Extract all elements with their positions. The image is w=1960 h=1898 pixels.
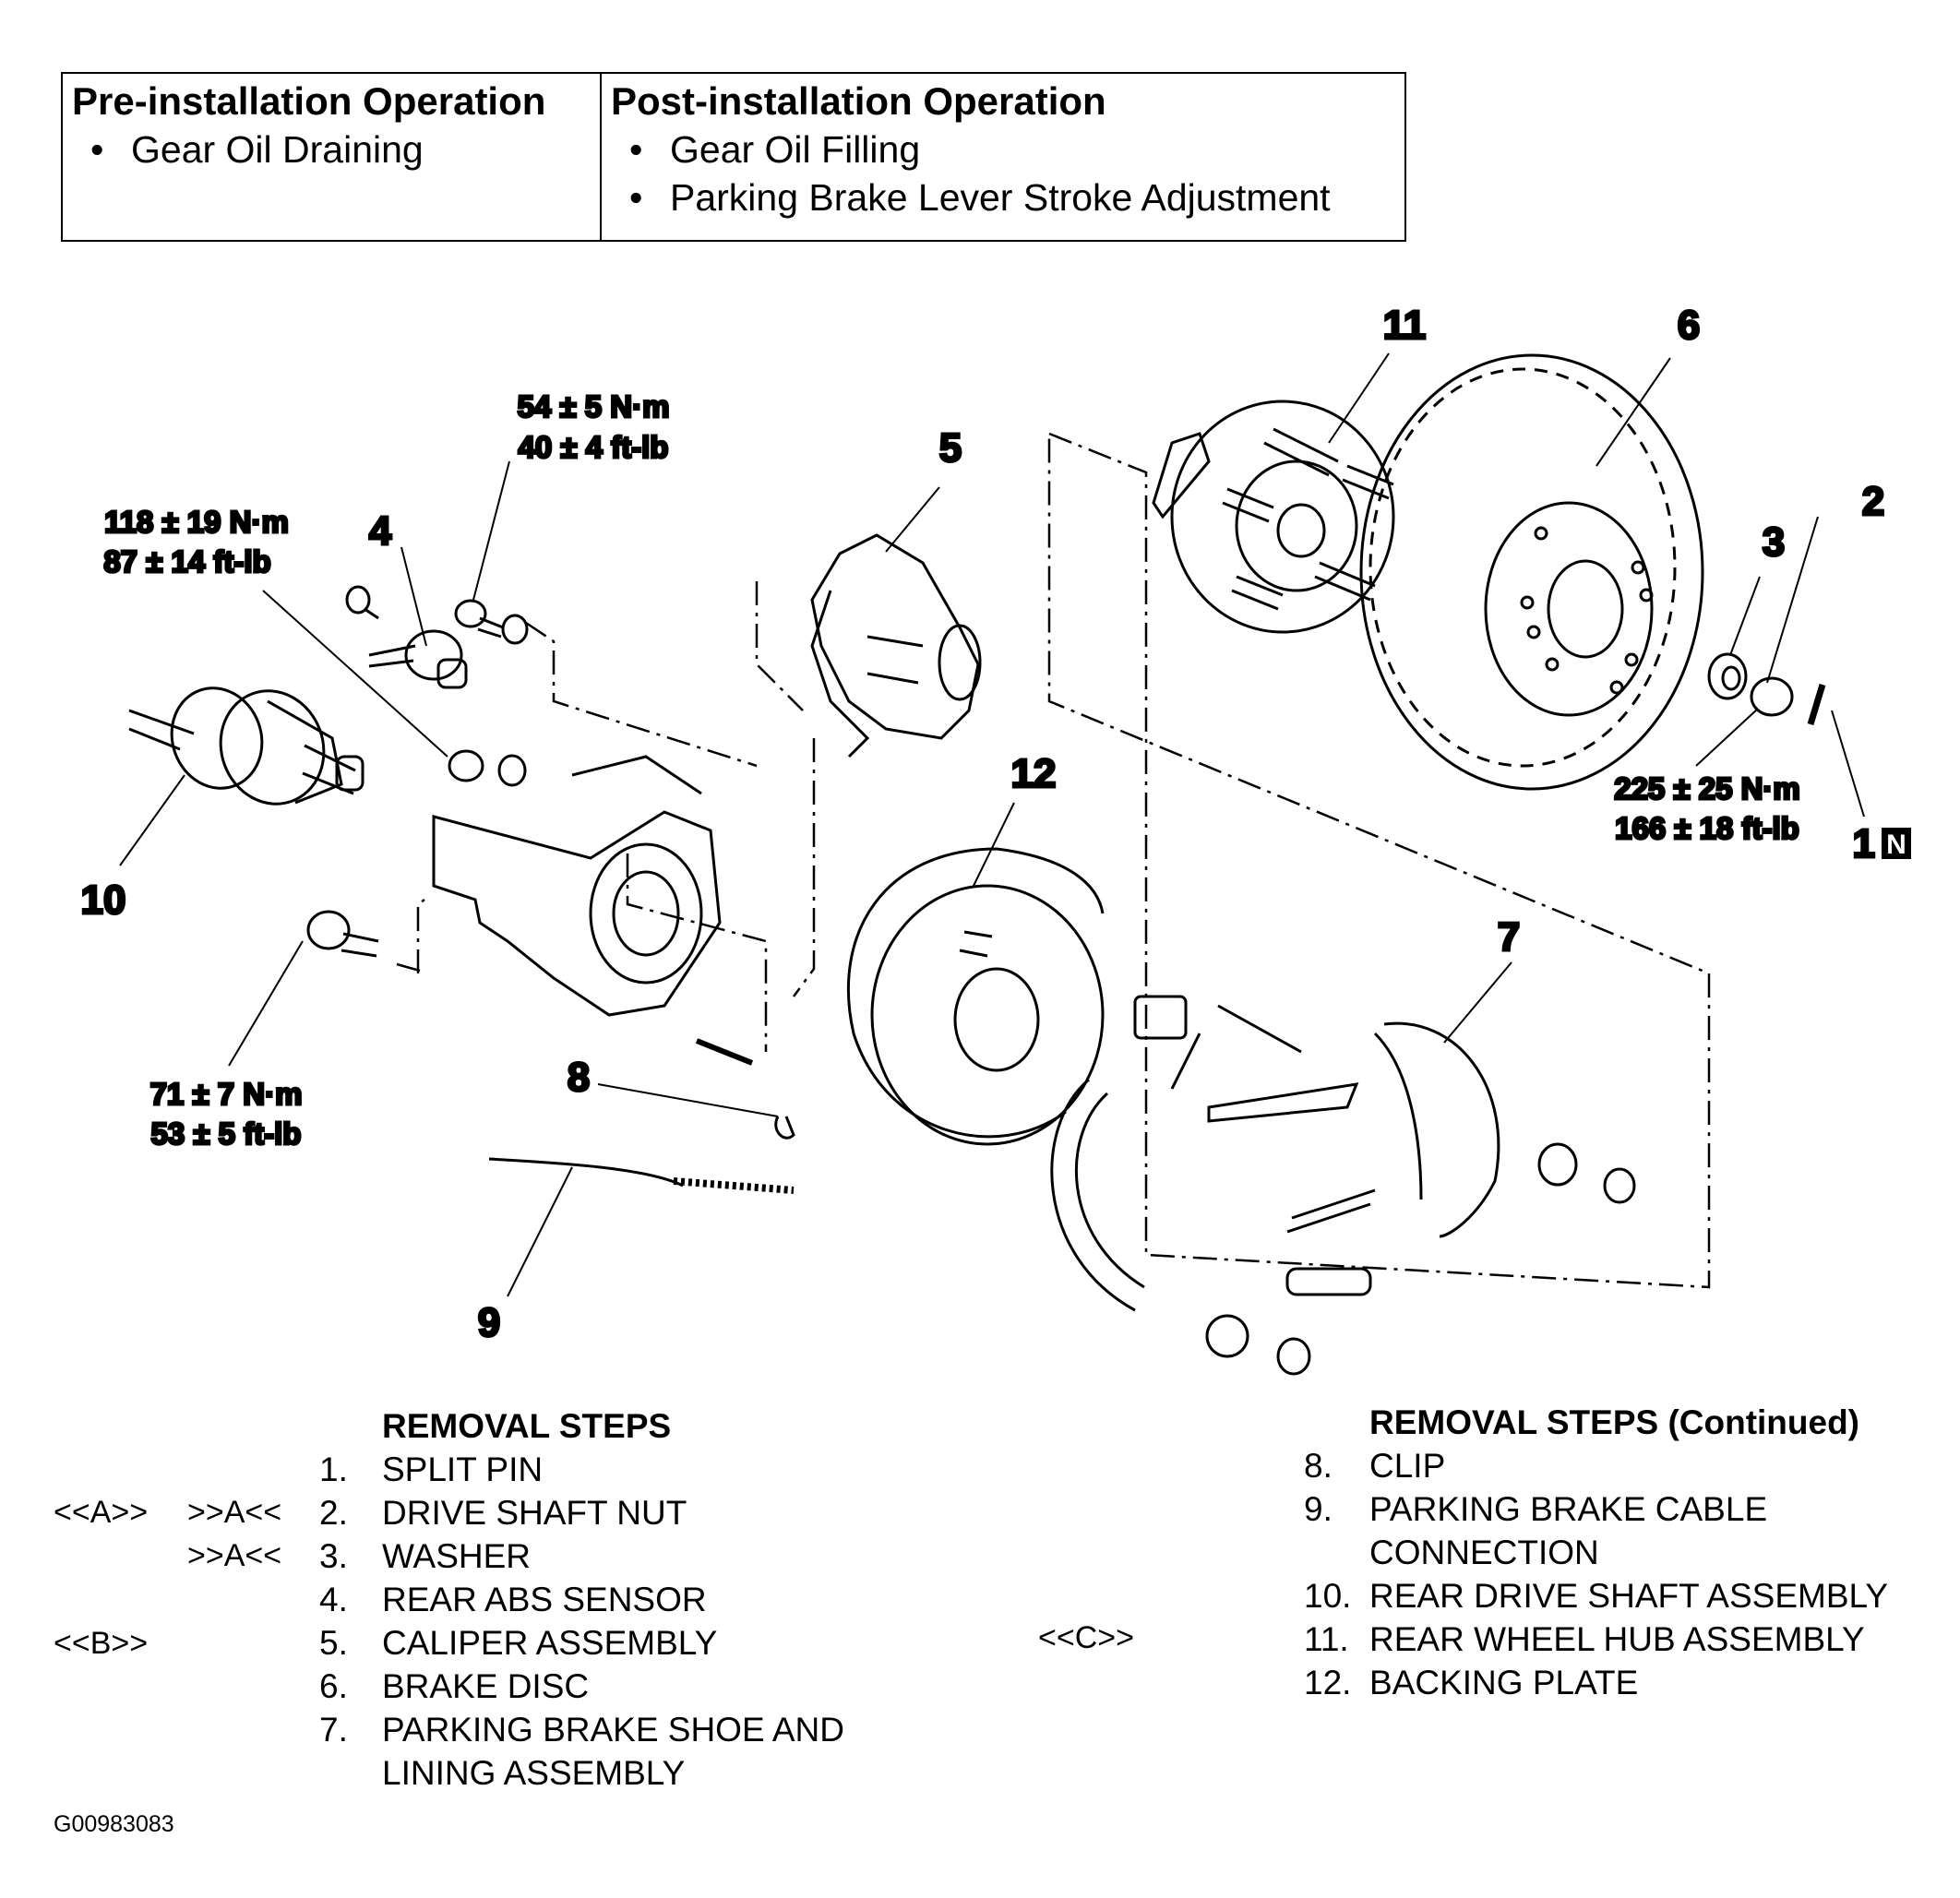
torque-caliper-bolt-ftlb: 40 ± 4 ft-lb (519, 430, 669, 464)
torque-knuckle-nut-ftlb: 87 ± 14 ft-lb (103, 544, 270, 579)
rear-wheel-hub-assembly (1152, 400, 1395, 634)
step-code-install: >>A<< (187, 1538, 282, 1573)
callout-7: 7 (1498, 914, 1520, 960)
step-number: 7. (319, 1711, 348, 1749)
step-number: 12. (1304, 1664, 1352, 1701)
step-text: REAR DRIVE SHAFT ASSEMBLY (1369, 1577, 1889, 1615)
removal-step: 11. REAR WHEEL HUB ASSEMBLY (1304, 1620, 1865, 1659)
pre-installation-item-label: Gear Oil Draining (131, 128, 424, 171)
step-code-removal: <<C>> (1038, 1620, 1134, 1655)
removal-step: 2. DRIVE SHAFT NUT (319, 1494, 687, 1533)
step-text: BACKING PLATE (1369, 1664, 1639, 1701)
rear-abs-sensor (345, 585, 468, 689)
step-text: PARKING BRAKE SHOE AND (382, 1711, 844, 1749)
step-number: 10. (1304, 1577, 1352, 1615)
step-text: CLIP (1369, 1447, 1446, 1485)
callout-4: 4 (369, 508, 392, 554)
fasteners (306, 599, 529, 958)
step-text: PARKING BRAKE CABLE (1369, 1490, 1768, 1528)
clip-and-cable (488, 1038, 795, 1194)
post-installation-item: • Parking Brake Lever Stroke Adjustment (611, 173, 1395, 221)
step-code-removal: <<A>> (54, 1495, 149, 1530)
post-installation-item-label: Gear Oil Filling (670, 128, 921, 171)
pre-installation-column: Pre-installation Operation • Gear Oil Dra… (63, 74, 602, 240)
step-number: 6. (319, 1667, 348, 1705)
step-text: WASHER (382, 1537, 532, 1575)
badge-box (1882, 828, 1911, 859)
bullet-icon: • (90, 128, 104, 171)
step-text: DRIVE SHAFT NUT (382, 1494, 687, 1532)
step-number: 4. (319, 1581, 348, 1618)
removal-step: 6. BRAKE DISC (319, 1667, 589, 1706)
removal-step: 4. REAR ABS SENSOR (319, 1581, 707, 1619)
torque-lower-bolt-ftlb: 53 ± 5 ft-lb (151, 1116, 302, 1151)
post-installation-item-label: Parking Brake Lever Stroke Adjustment (670, 176, 1331, 219)
step-number: 8. (1304, 1447, 1333, 1485)
post-installation-heading: Post-installation Operation (611, 79, 1106, 123)
knuckle (432, 755, 722, 1017)
removal-step: 8. CLIP (1304, 1447, 1445, 1486)
backing-plate (846, 847, 1105, 1146)
step-number: 11. (1304, 1620, 1349, 1658)
callout-2: 2 (1862, 479, 1884, 524)
bullet-icon: • (629, 176, 643, 219)
callout-12: 12 (1011, 751, 1057, 796)
torque-lower-bolt-nm: 71 ± 7 N·m (150, 1077, 303, 1111)
step-number: 2. (319, 1494, 348, 1532)
post-installation-column: Post-installation Operation • Gear Oil Fi… (602, 74, 1404, 240)
torque-drive-shaft-nut-ftlb: 166 ± 18 ft-lb (1615, 811, 1799, 845)
parking-brake-shoe-and-lining (1050, 995, 1636, 1376)
callout-1: 1 (1853, 821, 1875, 866)
hub-fasteners (1707, 652, 1826, 726)
callout-10: 10 (81, 877, 126, 923)
removal-step: 9. PARKING BRAKE CABLE (1304, 1490, 1767, 1529)
removal-step: 12. BACKING PLATE (1304, 1664, 1638, 1702)
callout-11: 11 (1383, 303, 1427, 348)
step-number: 3. (319, 1537, 348, 1575)
torque-drive-shaft-nut-nm: 225 ± 25 N·m (1614, 771, 1800, 806)
step-text: BRAKE DISC (382, 1667, 590, 1705)
step-text: SPLIT PIN (382, 1450, 544, 1488)
removal-step: 10. REAR DRIVE SHAFT ASSEMBLY (1304, 1577, 1888, 1616)
torque-caliper-bolt-nm: 54 ± 5 N·m (518, 389, 670, 424)
step-code-removal: <<B>> (54, 1626, 149, 1661)
callout-8: 8 (568, 1055, 590, 1100)
rear-drive-shaft-assembly (128, 686, 365, 806)
step-text: REAR WHEEL HUB ASSEMBLY (1369, 1620, 1865, 1658)
removal-step: 3. WASHER (319, 1537, 531, 1576)
operations-table: Pre-installation Operation • Gear Oil Dra… (61, 72, 1406, 242)
callout-1-badge: N (1886, 830, 1906, 860)
callout-6: 6 (1678, 303, 1700, 348)
assembly-guide-lines (396, 432, 1711, 1289)
removal-steps-heading: REMOVAL STEPS (382, 1407, 672, 1445)
removal-step-continuation: CONNECTION (1369, 1534, 1599, 1571)
callout-9: 9 (478, 1300, 500, 1345)
bullet-icon: • (629, 128, 643, 171)
pre-installation-item: • Gear Oil Draining (72, 125, 591, 173)
removal-step-continuation: LINING ASSEMBLY (382, 1754, 686, 1792)
removal-step: 5. CALIPER ASSEMBLY (319, 1624, 717, 1663)
step-text: CALIPER ASSEMBLY (382, 1624, 718, 1662)
post-installation-item: • Gear Oil Filling (611, 125, 1395, 173)
step-number: 5. (319, 1624, 348, 1662)
step-text: REAR ABS SENSOR (382, 1581, 707, 1618)
figure-id: G00983083 (54, 1811, 174, 1837)
leader-lines (119, 352, 1865, 1297)
brake-disc (1359, 353, 1704, 791)
step-number: 9. (1304, 1490, 1333, 1528)
step-code-install: >>A<< (187, 1495, 282, 1530)
step-number: 1. (319, 1450, 348, 1488)
removal-step: 1. SPLIT PIN (319, 1450, 543, 1489)
removal-steps-continued-heading: REMOVAL STEPS (Continued) (1369, 1403, 1860, 1441)
caliper-assembly (810, 533, 982, 758)
callout-5: 5 (939, 425, 962, 471)
torque-knuckle-nut-nm: 118 ± 19 N·m (104, 505, 289, 539)
pre-installation-heading: Pre-installation Operation (72, 79, 546, 123)
callout-3: 3 (1763, 519, 1785, 565)
removal-step: 7. PARKING BRAKE SHOE AND (319, 1711, 844, 1749)
